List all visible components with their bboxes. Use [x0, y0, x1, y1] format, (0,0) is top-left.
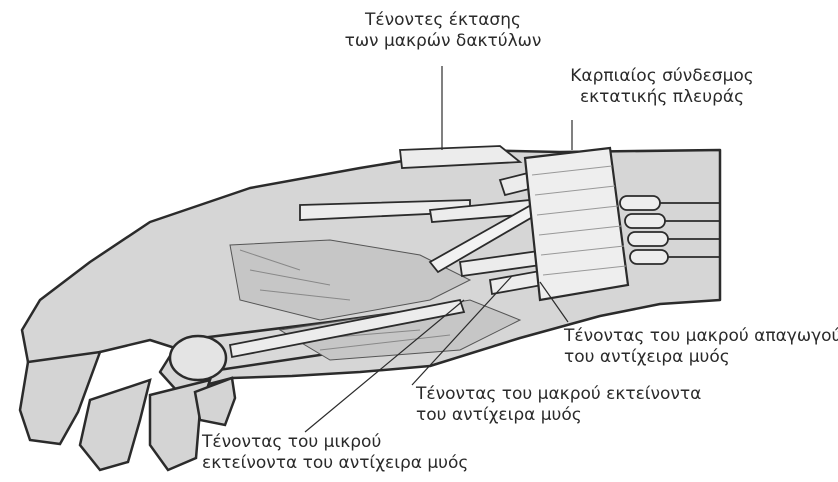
label-line: Τένοντας του μικρού [202, 432, 468, 453]
label-line: Τένοντας του μακρού απαγωγού [564, 326, 838, 347]
label-line: των μακρών δακτύλων [318, 31, 568, 52]
extensor-retinaculum [525, 148, 628, 300]
label-extensor-pollicis-longus-tendon: Τένοντας του μακρού εκτείνοντα του αντίχ… [416, 384, 701, 426]
label-abductor-pollicis-longus-tendon: Τένοντας του μακρού απαγωγού του αντίχει… [564, 326, 838, 368]
label-extensor-retinaculum: Καρπιαίος σύνδεσμος εκτατικής πλευράς [542, 66, 782, 108]
label-line: του αντίχειρα μυός [564, 347, 838, 368]
label-extensor-digitorum-tendons: Τένοντες έκτασης των μακρών δακτύλων [318, 10, 568, 52]
label-extensor-pollicis-brevis-tendon: Τένοντας του μικρού εκτείνοντα του αντίχ… [202, 432, 468, 474]
label-line: Καρπιαίος σύνδεσμος [542, 66, 782, 87]
label-line: Τένοντας του μακρού εκτείνοντα [416, 384, 701, 405]
label-line: εκτατικής πλευράς [542, 87, 782, 108]
label-line: Τένοντες έκτασης [318, 10, 568, 31]
label-line: εκτείνοντα του αντίχειρα μυός [202, 453, 468, 474]
label-line: του αντίχειρα μυός [416, 405, 701, 426]
